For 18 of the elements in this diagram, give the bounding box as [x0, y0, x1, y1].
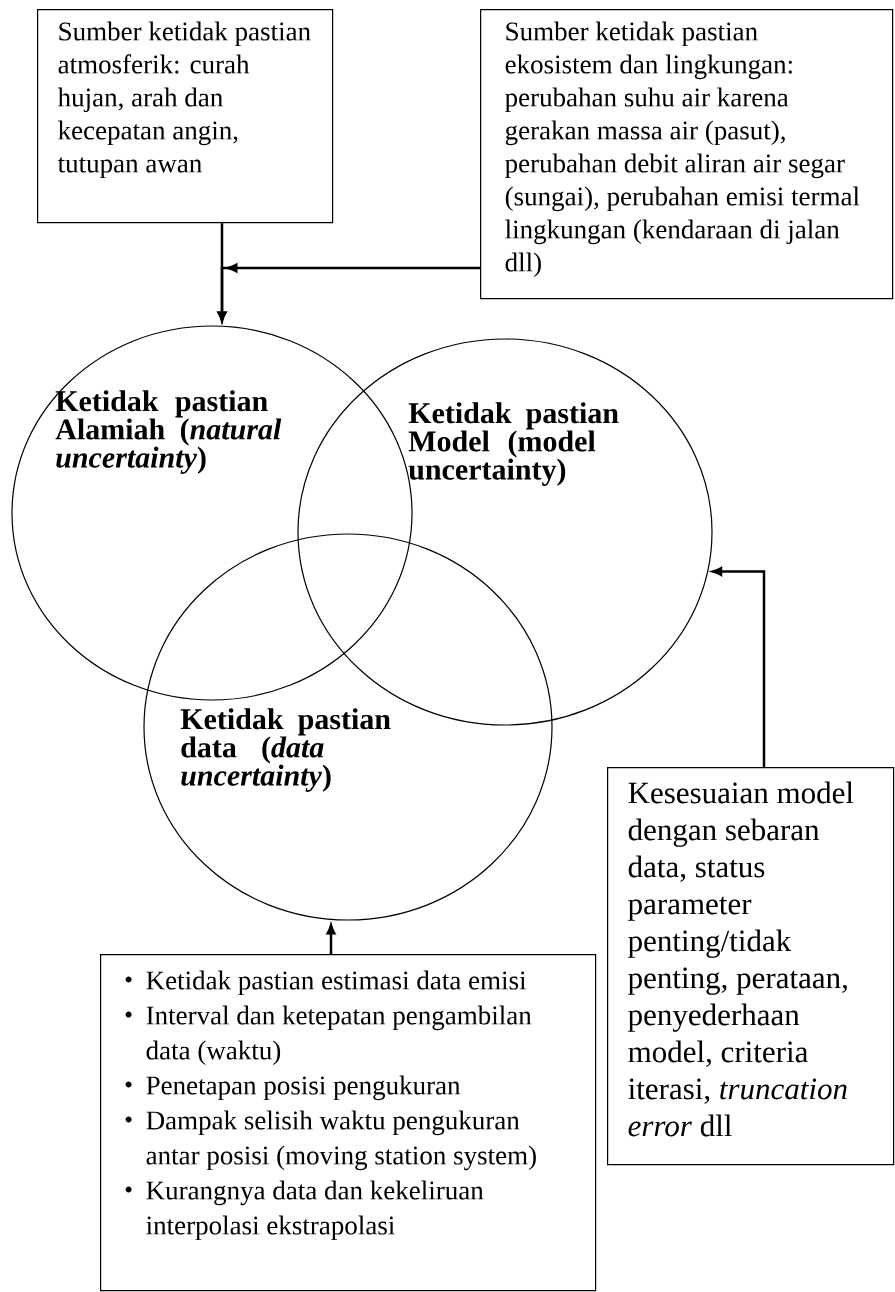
circle-label: Ketidak pastian Model (model uncertainty)	[408, 402, 619, 486]
bullet-list-box	[100, 954, 597, 1292]
text-box	[607, 767, 895, 1166]
circle-label: Ketidak pastian data (data uncertainty)	[180, 708, 391, 792]
venn-circle	[143, 533, 553, 921]
arrow	[326, 924, 336, 954]
list-item: Ketidak pastian estimasi data emisi	[146, 970, 527, 996]
list-item: Kurangnya data dan kekeliruan interpolasi ekstrapolasi	[146, 1180, 484, 1241]
circle-label: Ketidak pastian Alamiah (natural uncertainty)	[55, 390, 282, 474]
box-text: Sumber ketidak pastian atmosferik: curah hujan, arah dan kecepatan angin, tutupan awan	[57, 21, 311, 179]
list-item: Interval dan ketepatan pengambilan data (waktu)	[146, 1005, 532, 1066]
arrow	[217, 263, 480, 322]
text-box	[480, 9, 894, 300]
text-box	[37, 9, 334, 224]
box-text: Sumber ketidak pastian ekosistem dan lingkungan: perubahan suhu air karena gerakan massa air (pasut), perubahan debit aliran air segar (sungai), perubahan emisi termal lingkungan (kendaraan di jalan dll)	[505, 21, 860, 278]
box-text: Kesesuaian model dengan sebaran data, status parameter penting/tidak penting, perataan, penyederhaan model, criteria iterasi, truncation error dll	[628, 781, 854, 1137]
list-item: Penetapan posisi pengukuran	[146, 1075, 461, 1101]
list-item: Dampak selisih waktu pengukuran antar posisi (moving station system)	[146, 1110, 536, 1171]
